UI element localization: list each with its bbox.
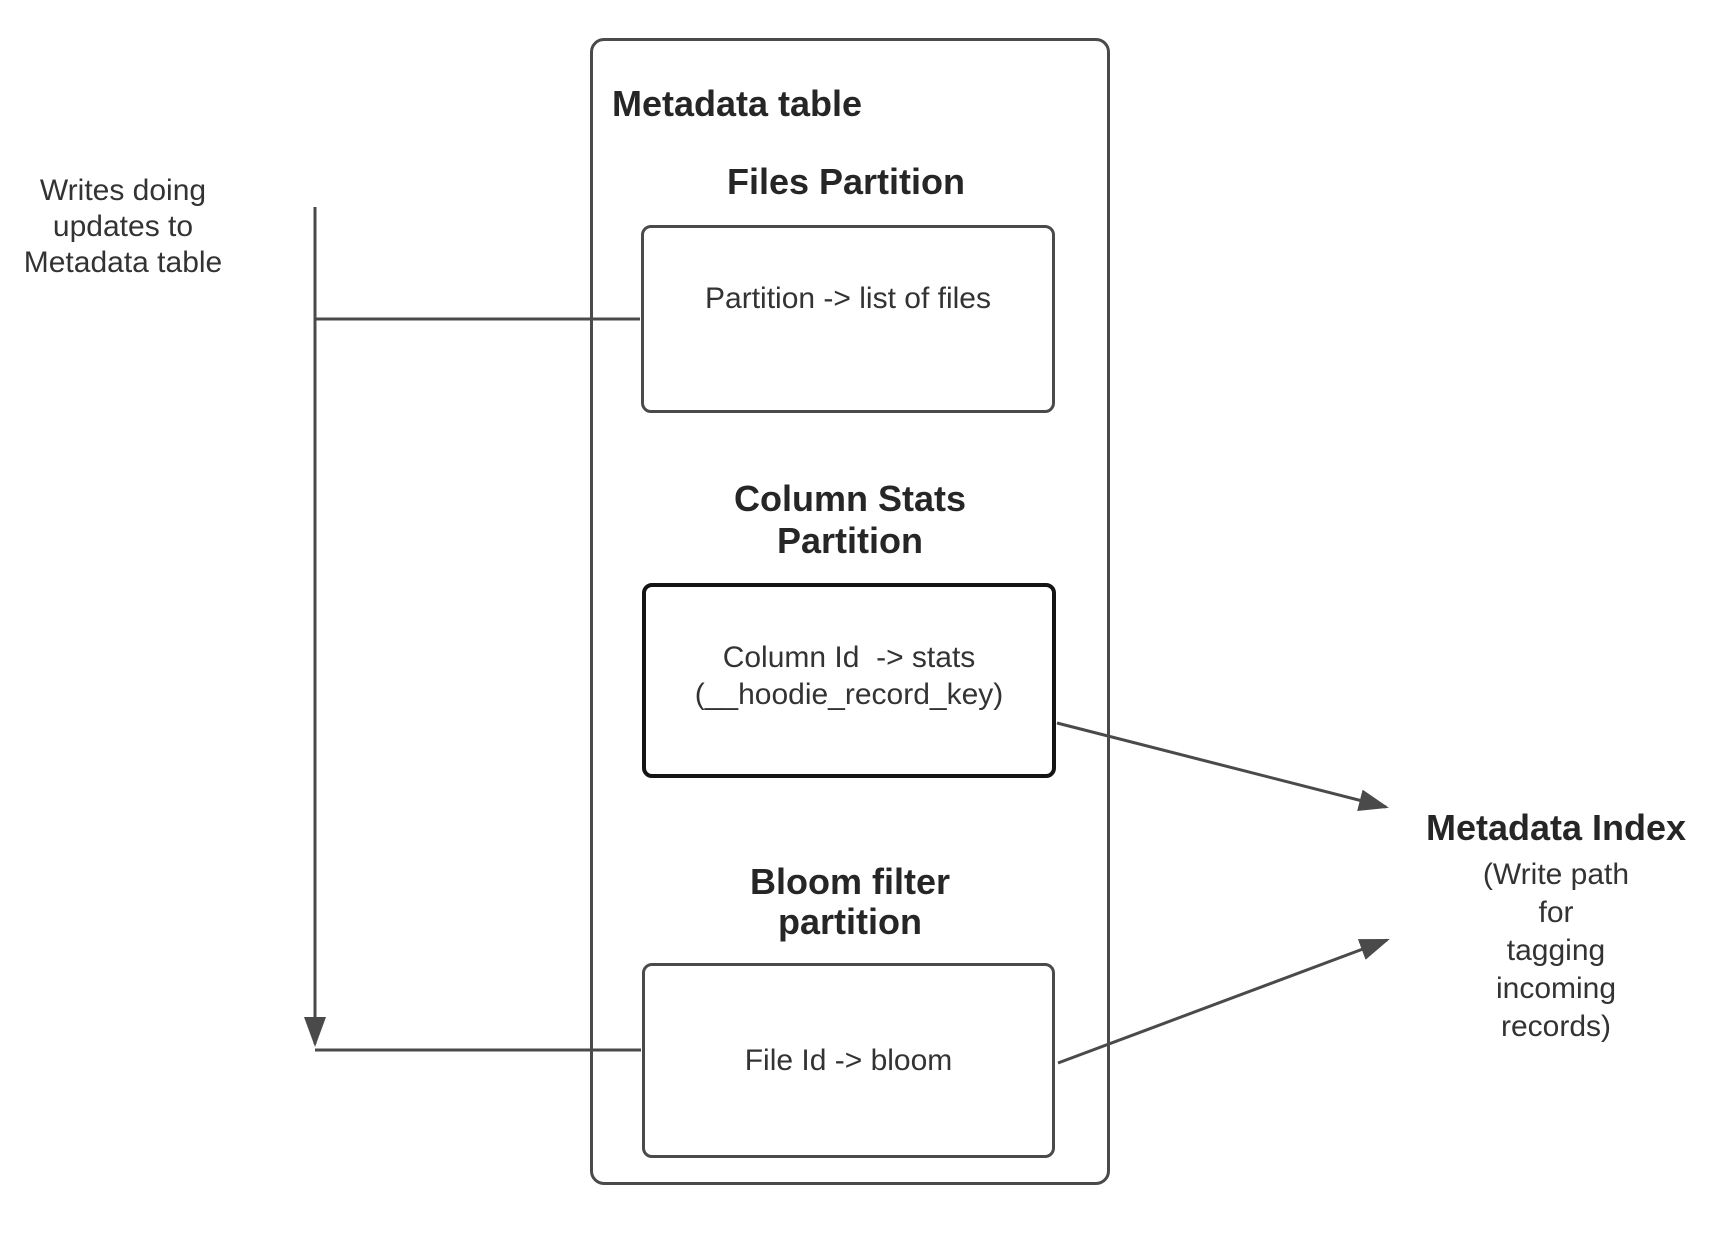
files-partition-heading: Files Partition [726,161,966,202]
metadata-index-note: (Write path for tagging incoming records… [1482,858,1630,1043]
files-partition-mapping: Partition -> list of files [705,281,991,315]
column-stats-partition-box: Column Id -> stats (__hoodie_record_key) [642,583,1056,778]
metadata-index-label: Metadata Index [1425,807,1687,848]
column-stats-partition-mapping: Column Id -> stats (__hoodie_record_key) [694,640,1004,711]
column-stats-to-index-arrow [1056,721,1389,811]
bloom-filter-partition-mapping: File Id -> bloom [744,1044,953,1077]
metadata-table-title: Metadata table [612,83,863,124]
metadata-table-container [590,38,1110,1185]
files-partition-box: Partition -> list of files [641,225,1055,413]
bloom-to-index-arrow [1057,938,1390,1065]
column-stats-partition-heading: Column Stats Partition [733,478,967,561]
bloom-filter-partition-heading: Bloom filter partition [749,861,951,942]
writes-note: Writes doing updates to Metadata table [23,174,223,279]
bloom-filter-partition-box: File Id -> bloom [642,963,1055,1158]
